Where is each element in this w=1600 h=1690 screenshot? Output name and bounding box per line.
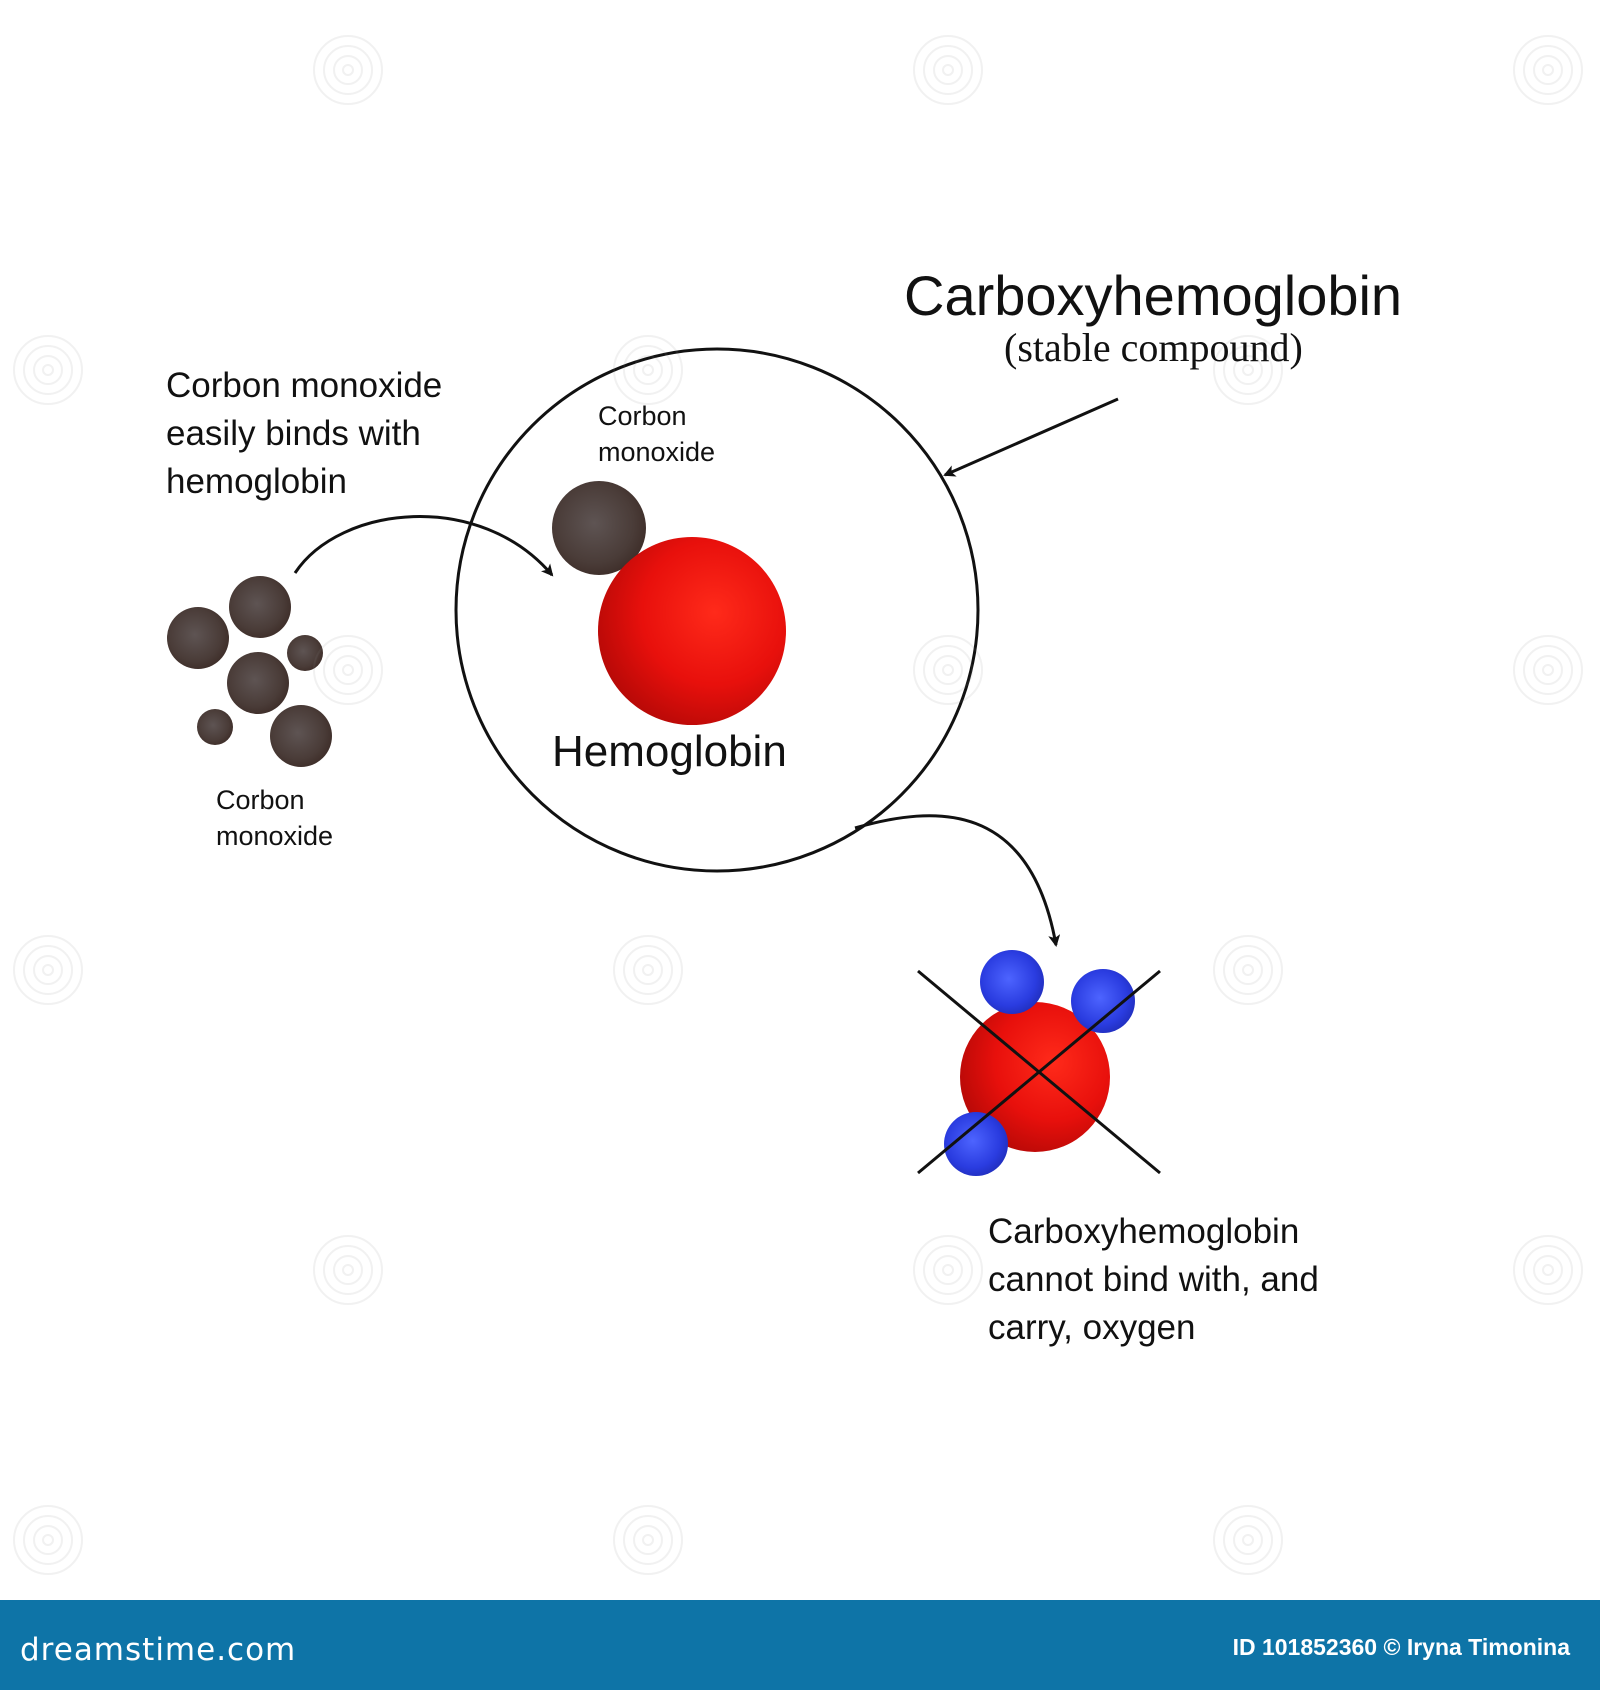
left-co-label: Corbon monoxide (216, 785, 334, 851)
co-molecule (167, 607, 229, 669)
watermark-icon (1513, 1235, 1583, 1305)
oxygen-molecule (1071, 969, 1135, 1033)
watermark-icon (613, 335, 683, 405)
crossed-oxyhemoglobin (917, 950, 1161, 1176)
watermark-icon (1213, 1505, 1283, 1575)
hemoglobin-molecule (598, 537, 786, 725)
watermark-icon (1513, 635, 1583, 705)
intro-label: Corbon monoxide easily binds with hemogl… (166, 366, 443, 501)
image-credit: ID 101852360 © Iryna Timonina (1232, 1634, 1570, 1660)
inner-co-label: Corbon monoxide (598, 401, 716, 467)
watermark-icon (913, 1235, 983, 1305)
watermark-icon (1213, 935, 1283, 1005)
oxygen-molecule (944, 1112, 1008, 1176)
binding-arrow (293, 515, 554, 577)
watermark-icon (13, 335, 83, 405)
co-molecule-cluster (167, 576, 332, 767)
watermark-icon (1213, 335, 1283, 405)
watermark-icon (1513, 35, 1583, 105)
watermark-icon (313, 1235, 383, 1305)
carboxyhemoglobin-outline-circle (454, 347, 980, 873)
brand-logo-text: dreamstime.com (20, 1632, 297, 1668)
hemoglobin-label: Hemoglobin (552, 727, 787, 776)
watermark-icon (13, 1505, 83, 1575)
watermark-icon (613, 1505, 683, 1575)
footer-bar: dreamstime.com ID 101852360 © Iryna Timo… (0, 1600, 1600, 1690)
co-molecule (197, 709, 233, 745)
diagram-title: Carboxyhemoglobin (904, 264, 1403, 327)
co-molecule (287, 635, 323, 671)
watermark-icon (913, 635, 983, 705)
cross-line (917, 969, 1161, 1175)
co-molecule (229, 576, 291, 638)
diagram-subtitle: (stable compound) (1004, 325, 1303, 370)
title-pointer-arrow (943, 397, 1119, 477)
result-label: Carboxyhemoglobin cannot bind with, and … (988, 1212, 1319, 1347)
oxygen-molecule (980, 950, 1044, 1014)
watermark-icon (313, 635, 383, 705)
watermark-icon (13, 935, 83, 1005)
diagram (13, 35, 1583, 1575)
watermark-icon (313, 35, 383, 105)
co-molecule (227, 652, 289, 714)
result-arrow (854, 814, 1061, 947)
watermark-icon (613, 935, 683, 1005)
co-molecule (270, 705, 332, 767)
inner-co-molecule (552, 481, 646, 575)
watermark-icon (913, 35, 983, 105)
watermark (13, 35, 1583, 1575)
